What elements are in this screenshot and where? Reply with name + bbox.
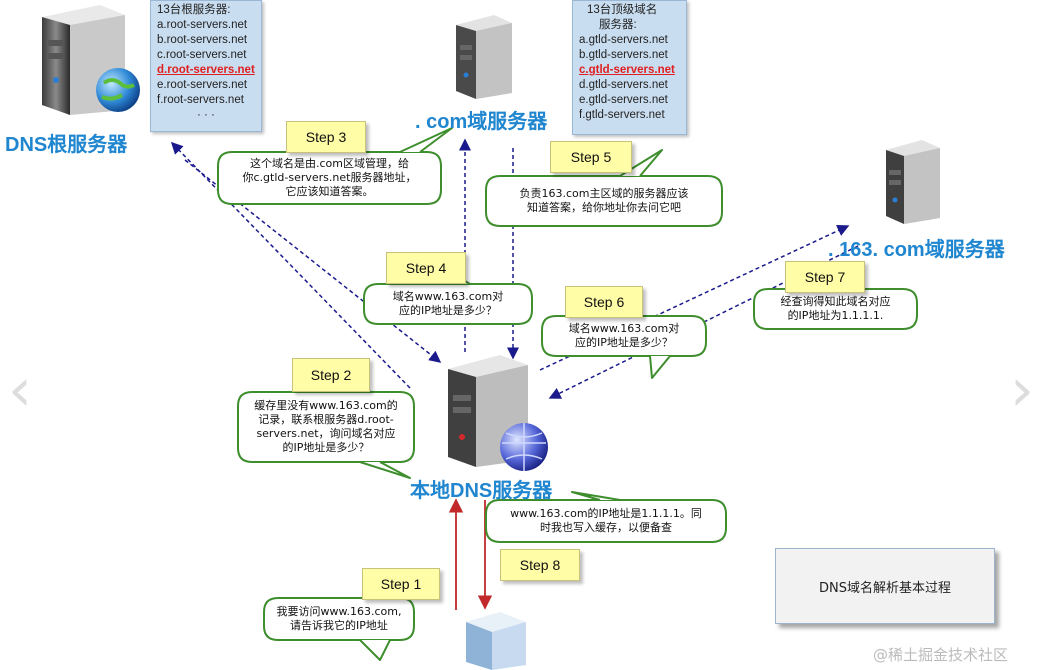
root-server-icon: [42, 5, 140, 115]
root-server-item: c.root-servers.net: [157, 49, 247, 61]
client-computer-icon: [466, 612, 526, 670]
step-7-note: Step 7: [785, 261, 865, 293]
bubble-step-5-text: 负责163.com主区域的服务器应该 知道答案，给你地址你去问它吧: [519, 187, 689, 214]
bubble-step-6-text: 域名www.163.com对 应的IP地址是多少？: [568, 322, 680, 349]
bubble-step-7-text: 经查询得知此域名对应 的IP地址为1.1.1.1.: [780, 295, 891, 322]
root-server-label: DNS根服务器: [5, 134, 128, 156]
163-server-icon: [886, 140, 940, 224]
com-server-icon: [456, 15, 512, 99]
prev-slide-icon[interactable]: ‹: [8, 355, 32, 425]
bubble-shape-4: [363, 283, 533, 325]
root-server-item: b.root-servers.net: [157, 34, 248, 46]
step-8-note: Step 8: [500, 549, 580, 581]
163-server-label: . 163. com域服务器: [828, 239, 1005, 261]
bubble-shape-7: [753, 288, 918, 330]
bubble-shape-2: [237, 391, 415, 463]
arrow-root-to-local: [184, 159, 442, 363]
local-dns-label: 本地DNS服务器: [410, 480, 553, 502]
bubble-shape-8: [485, 499, 727, 543]
step-6-note: Step 6: [565, 286, 643, 318]
diagram-title: DNS域名解析基本过程: [775, 548, 995, 624]
local-dns-server-icon: [448, 355, 548, 471]
bubble-shape-1: [263, 597, 415, 641]
root-server-item: f.root-servers.net: [157, 94, 244, 106]
com-list-title: 13台顶级域名: [587, 4, 658, 16]
com-server-label: . com域服务器: [415, 111, 548, 133]
com-server-item: b.gtld-servers.net: [579, 49, 668, 61]
bubble-step-3-text: 这个域名是由.com区域管理，给 你c.gtld-servers.net服务器地…: [242, 157, 417, 198]
com-server-item: a.gtld-servers.net: [579, 34, 668, 46]
bubble-step-1-text: 我要访问www.163.com, 请告诉我它的IP地址: [276, 605, 402, 632]
arrow-local-to-root: [170, 141, 411, 389]
next-slide-icon[interactable]: ›: [1010, 355, 1034, 425]
step-1-note: Step 1: [362, 568, 440, 600]
root-list-more: · · ·: [197, 109, 215, 121]
root-server-item: a.root-servers.net: [157, 19, 248, 31]
com-server-item-highlighted: c.gtld-servers.net: [579, 64, 675, 76]
step-4-note: Step 4: [386, 252, 466, 284]
step-3-note: Step 3: [286, 121, 366, 153]
step-2-note: Step 2: [292, 358, 370, 392]
bubble-shape-6: [541, 315, 707, 357]
com-server-item: f.gtld-servers.net: [579, 109, 665, 121]
com-server-item: d.gtld-servers.net: [579, 79, 668, 91]
bubble-shape-5: [485, 175, 723, 227]
bubble-step-2-text: 缓存里没有www.163.com的 记录，联系根服务器d.root- serve…: [254, 399, 398, 454]
bubble-shape-3: [217, 151, 442, 205]
com-server-item: e.gtld-servers.net: [579, 94, 668, 106]
root-server-list: 13台根服务器: a.root-servers.net b.root-serve…: [150, 0, 262, 132]
step-5-note: Step 5: [550, 141, 632, 173]
root-list-title: 13台根服务器:: [157, 4, 231, 16]
bubble-step-8-text: www.163.com的IP地址是1.1.1.1。同 时我也写入缓存，以便备查: [510, 507, 702, 534]
com-list-title-2: 服务器:: [599, 19, 637, 31]
com-server-list: 13台顶级域名 服务器: a.gtld-servers.net b.gtld-s…: [572, 0, 687, 135]
root-server-item-highlighted: d.root-servers.net: [157, 64, 255, 76]
root-server-item: e.root-servers.net: [157, 79, 248, 91]
bubble-step-4-text: 域名www.163.com对 应的IP地址是多少？: [392, 290, 504, 317]
watermark: @稀土掘金技术社区: [873, 646, 1009, 664]
